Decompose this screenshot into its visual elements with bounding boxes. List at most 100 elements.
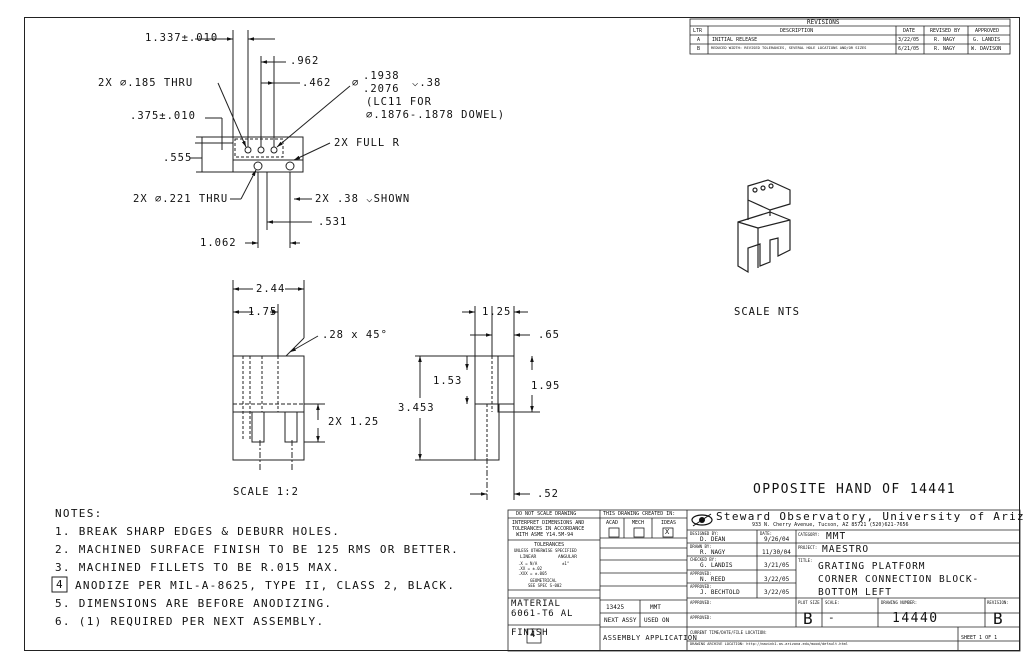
tb-assy-application: ASSEMBLY APPLICATION	[603, 634, 698, 642]
tb-interpret-1: INTERPRET DIMENSIONS AND	[512, 520, 585, 526]
tb-created-in: THIS DRAWING CREATED IN:	[603, 511, 676, 517]
tb-title-3: BOTTOM LEFT	[818, 587, 892, 598]
tb-address: 933 N. Cherry Avenue, Tucson, AZ 85721 (…	[752, 522, 909, 528]
note-flag-box	[51, 576, 68, 593]
tb-drawing-number: 14440	[892, 611, 939, 626]
tb-approved-2: J. BECHTOLD	[700, 589, 740, 596]
tb-approved-label-2: APPROVED:	[690, 584, 712, 589]
dim-555: .555	[163, 152, 193, 164]
tb-finish-number: 4	[530, 630, 536, 640]
tb-no-scale: DO NOT SCALE DRAWING	[516, 511, 577, 517]
dim-1938: .1938	[363, 70, 400, 82]
tb-finish-label: FINISH	[511, 628, 549, 638]
rev-col-date: DATE	[903, 28, 916, 34]
rev-b-approved: W. DAVISON	[971, 46, 1002, 52]
top-view-outline	[232, 136, 304, 173]
dim-1062: 1.062	[200, 237, 237, 249]
rev-a-by: R. NAGY	[934, 37, 956, 43]
front-view-scale: SCALE 1:2	[233, 486, 299, 498]
tb-project-label: PROJECT:	[798, 545, 818, 550]
tb-tol-sub: UNLESS OTHERWISE SPECIFIED	[514, 548, 577, 553]
tb-title-2: CORNER CONNECTION BLOCK-	[818, 574, 980, 585]
tb-next-assy: NEXT ASSY	[604, 617, 637, 624]
tb-approved-1-date: 3/22/05	[764, 576, 790, 583]
tb-date-label: DATE:	[760, 531, 773, 536]
dim-125: 1.25	[482, 306, 512, 318]
tb-drawing-number-label: DRAWING NUMBER:	[881, 600, 918, 605]
dim-38-shown: 2X .38 ⌵SHOWN	[315, 193, 411, 205]
front-view-outline	[232, 355, 305, 461]
dim-153: 1.53	[433, 375, 463, 387]
dim-3453: 3.453	[398, 402, 435, 414]
tb-category-label: CATEGORY:	[798, 532, 820, 537]
tb-drawn-label: DRAWN BY:	[690, 544, 712, 549]
tb-tol-angular: ANGULAR	[558, 555, 577, 560]
dim-375: .375±.010	[130, 110, 196, 122]
tb-scale-label: SCALE:	[825, 600, 840, 605]
rev-b-by: R. NAGY	[934, 46, 956, 52]
rev-a-desc: INITIAL RELEASE	[712, 37, 758, 43]
rev-a-date: 3/22/05	[898, 37, 920, 43]
tb-tol-x: .X = N/A	[518, 561, 538, 566]
tb-title-label: TITLE:	[798, 558, 813, 563]
rev-col-approved: APPROVED	[975, 28, 1000, 34]
tb-material: 6061-T6 AL	[511, 609, 574, 619]
isometric-view	[737, 179, 791, 274]
notes-title: NOTES:	[55, 507, 103, 520]
tb-checked-by: G. LANDIS	[700, 562, 733, 569]
dim-chamfer: .28 x 45°	[322, 329, 388, 341]
tb-plot-size: B	[803, 609, 813, 628]
tb-tol-xxx: .XXX = ±.005	[518, 571, 547, 576]
tb-approved-label-3: APPROVED:	[690, 600, 712, 605]
note-3: 3. MACHINED FILLETS TO BE R.015 MAX.	[55, 561, 341, 574]
dim-221-thru: 2X ⌀.221 THRU	[133, 193, 229, 205]
tb-scale: -	[828, 611, 835, 624]
rev-col-ltr: LTR	[693, 28, 703, 34]
note-1: 1. BREAK SHARP EDGES & DEBURR HOLES.	[55, 525, 341, 538]
dim-195: 1.95	[531, 380, 561, 392]
tb-geo-2: SEE SPEC S-002	[528, 583, 562, 588]
dim-462: .462	[302, 77, 332, 89]
iso-scale: SCALE NTS	[734, 306, 800, 318]
tb-next-assy-no: 13425	[606, 604, 625, 611]
tb-current-time: CURRENT TIME/DATE/FILE LOCATION:	[690, 630, 768, 635]
tb-organization: Steward Observatory, University of Arizo…	[716, 510, 1024, 523]
tb-archive-location: DRAWING ARCHIVE LOCATION: http://mavink1…	[690, 642, 848, 646]
tb-tol-angle: ±1°	[562, 561, 570, 566]
tb-sheet: SHEET 1 OF 1	[961, 635, 998, 641]
drawing-border	[24, 17, 1020, 651]
tb-approved-1: N. REED	[700, 576, 726, 583]
dim-depth-38: ⌵.38	[412, 77, 442, 89]
tb-ideas-checkbox: X	[665, 528, 670, 536]
tb-title-1: GRATING PLATFORM	[818, 561, 926, 572]
tb-material-label: MATERIAL	[511, 599, 561, 609]
note-6: 6. (1) REQUIRED PER NEXT ASSEMBLY.	[55, 615, 325, 628]
tb-project: MAESTRO	[822, 544, 870, 555]
tb-mech: MECH	[632, 520, 645, 526]
tb-approved-label-1: APPROVED:	[690, 571, 712, 576]
rev-col-description: DESCRIPTION	[780, 28, 814, 34]
tb-drawn-date: 11/30/04	[762, 549, 791, 556]
note-4-flag-number: 4	[56, 578, 64, 591]
side-view-outline	[497, 355, 515, 413]
tb-interpret-3: WITH ASME Y14.5M-94	[516, 532, 574, 538]
dim-65: .65	[538, 329, 560, 341]
tb-plot-size-label: PLOT SIZE	[798, 600, 820, 605]
dia-symbol: ⌀	[352, 77, 360, 89]
tb-revision: B	[993, 609, 1003, 628]
tb-used-on-val: MMT	[650, 604, 661, 611]
note-5: 5. DIMENSIONS ARE BEFORE ANODIZING.	[55, 597, 333, 610]
tb-approved-label-4: APPROVED:	[690, 615, 712, 620]
lc11-note: (LC11 FOR	[366, 96, 432, 108]
tb-tol-xx: .XX = ±.02	[518, 566, 543, 571]
tb-ideas: IDEAS	[661, 520, 677, 526]
dim-2x-125: 2X 1.25	[328, 416, 380, 428]
tb-revision-label: REVISION:	[987, 600, 1009, 605]
rev-col-revised-by: REVISED BY	[930, 28, 961, 34]
tb-checked-label: CHECKED BY:	[690, 557, 717, 562]
rev-a-ltr: A	[697, 37, 701, 43]
dim-52: .52	[537, 488, 559, 500]
revisions-header: REVISIONS	[807, 19, 840, 26]
